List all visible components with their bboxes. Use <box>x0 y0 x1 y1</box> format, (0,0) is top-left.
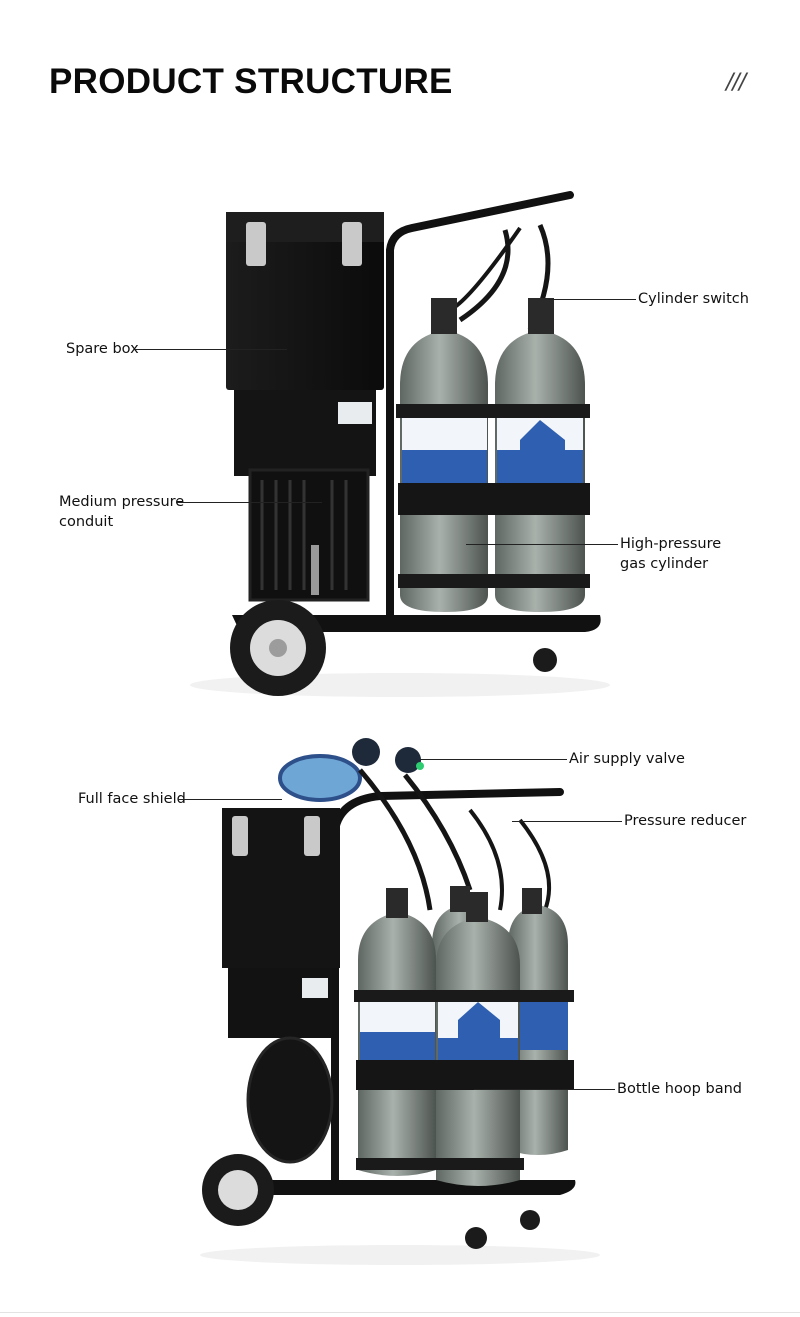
leader-medium-pressure <box>176 502 322 503</box>
label-high-pressure-line1: High-pressure <box>620 536 722 552</box>
label-air-supply-valve: Air supply valve <box>569 751 685 767</box>
leader-bottle-hoop-band <box>474 1089 615 1090</box>
bottom-divider <box>0 1312 800 1313</box>
leader-full-face-shield <box>178 799 282 800</box>
page-title: PRODUCT STRUCTURE <box>49 62 453 101</box>
product-image-four-cylinder <box>200 738 600 1265</box>
label-medium-pressure-line1: Medium pressure <box>59 494 185 510</box>
title-decoration: /// <box>726 70 746 95</box>
label-bottle-hoop-band: Bottle hoop band <box>617 1081 742 1097</box>
leader-spare-box <box>135 349 287 350</box>
label-spare-box: Spare box <box>66 341 139 357</box>
leader-pressure-reducer <box>512 821 622 822</box>
label-high-pressure-line2: gas cylinder <box>620 556 709 572</box>
leader-cylinder-switch <box>548 299 636 300</box>
label-full-face-shield: Full face shield <box>78 791 186 807</box>
product-image-two-cylinder <box>190 191 610 697</box>
label-cylinder-switch: Cylinder switch <box>638 291 749 307</box>
label-pressure-reducer: Pressure reducer <box>624 813 747 829</box>
leader-air-supply-valve <box>420 759 567 760</box>
label-medium-pressure-line2: conduit <box>59 514 114 530</box>
leader-high-pressure <box>466 544 618 545</box>
